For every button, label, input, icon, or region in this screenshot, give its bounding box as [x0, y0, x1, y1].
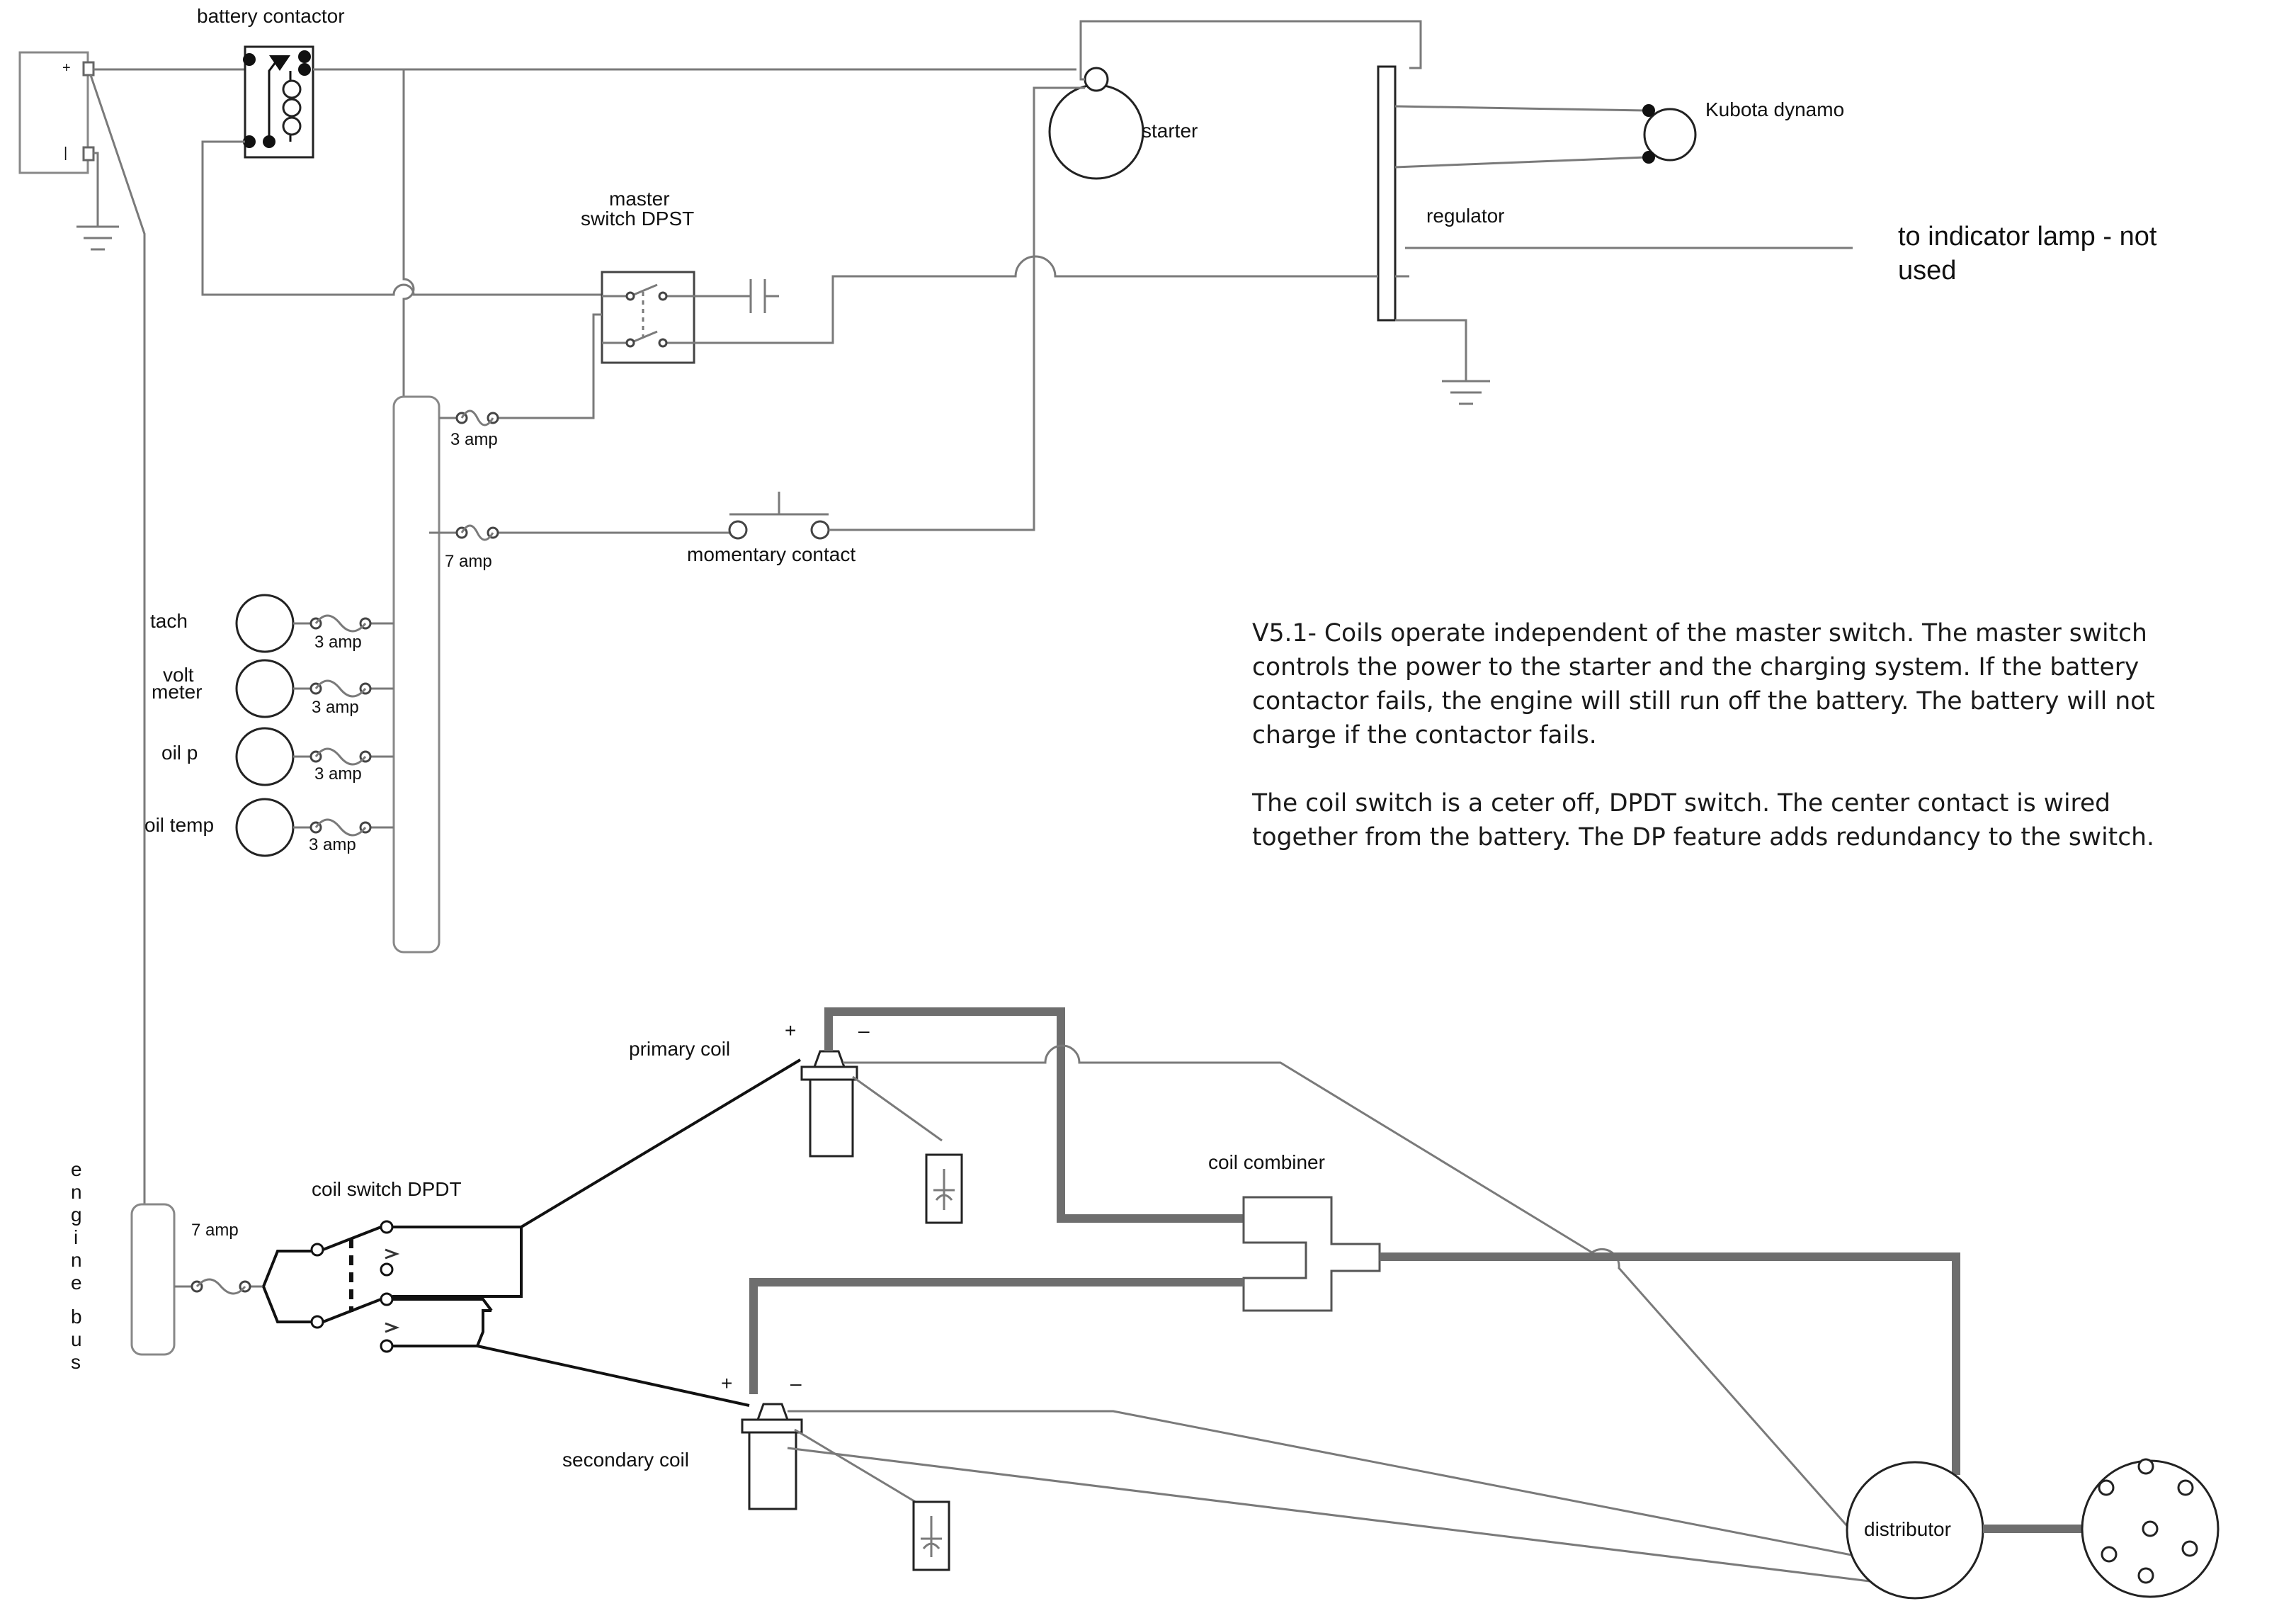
svg-text:i: i: [74, 1226, 78, 1248]
primary-coil-condenser: [925, 1153, 963, 1224]
master-switch-label-line1: master: [609, 188, 670, 210]
gauge-volt-meter: [235, 659, 295, 718]
battery-plus-mark: +: [62, 60, 71, 76]
indicator-lamp-label-line1: to indicator lamp - not: [1898, 222, 2157, 251]
battery-minus-mark: |: [64, 145, 67, 161]
wire-combiner-to-distributor: [1380, 1252, 1960, 1475]
svg-text:n: n: [71, 1249, 82, 1271]
svg-text:e: e: [71, 1272, 82, 1294]
wire-primary-coil-to-combiner: [824, 1007, 1244, 1223]
secondary-coil-plus: +: [721, 1372, 732, 1394]
volt-meter-label-line1: volt: [163, 664, 194, 686]
wire-primary-coil-to-condenser: [852, 1075, 943, 1142]
wire-battery-to-engine-bus: [89, 74, 146, 1204]
kubota-dynamo-label: Kubota dynamo: [1705, 98, 1844, 120]
distributor-label: distributor: [1864, 1518, 1951, 1540]
kubota-dynamo: [1642, 104, 1697, 164]
oil-pressure-label: oil p: [161, 742, 198, 764]
svg-text:s: s: [71, 1351, 81, 1373]
fuse-oil-pressure-label: 3 amp: [314, 764, 362, 784]
gauge-oil-pressure: [235, 727, 295, 786]
svg-text:e: e: [71, 1158, 82, 1180]
coil-switch-dpdt: [262, 1220, 523, 1353]
secondary-coil-condenser: [912, 1500, 950, 1571]
momentary-contact-switch: [728, 492, 830, 540]
wire-contactor-to-instrument-bus: [402, 69, 415, 397]
wire-secondary-coil-to-distributor: [788, 1410, 1870, 1560]
primary-coil: [800, 1050, 858, 1158]
master-switch-dpst: [601, 271, 695, 364]
wire-contactor-coil-to-master-switch: [201, 140, 602, 296]
fuse-3amp-master-label: 3 amp: [450, 430, 498, 449]
instrument-bus-bar: [392, 395, 441, 954]
gauge-tach: [235, 594, 295, 653]
fuse-oil-temp-label: 3 amp: [309, 835, 356, 854]
wire-coil-switch-to-secondary-coil: [477, 1345, 750, 1407]
regulator: [1377, 65, 1409, 322]
fuse-volt-meter: [293, 679, 394, 698]
battery: + |: [18, 51, 95, 174]
battery-ground-symbol: [76, 152, 119, 251]
svg-text:n: n: [71, 1181, 82, 1203]
wire-coil-switch-to-primary-coil: [520, 1058, 802, 1228]
fuse-3amp-master-switch: [439, 409, 525, 426]
secondary-coil-minus: –: [790, 1372, 802, 1394]
note-paragraph-2: The coil switch is a ceter off, DPDT swi…: [1252, 789, 2155, 852]
fuse-7amp-coil: [174, 1278, 263, 1295]
starter-motor: [1048, 67, 1144, 180]
fuse-tach-label: 3 amp: [314, 633, 362, 652]
wire-secondary-coil-to-condenser: [794, 1428, 919, 1505]
fuse-oil-temp: [293, 818, 394, 837]
battery-contactor-label: battery contactor: [197, 5, 345, 27]
wire-master-switch-to-regulator: [694, 255, 1378, 344]
svg-text:u: u: [71, 1328, 82, 1350]
momentary-contact-label: momentary contact: [687, 543, 856, 565]
gauge-oil-temp: [235, 798, 295, 857]
fuse-7amp-start: [429, 524, 729, 541]
fuse-volt-meter-label: 3 amp: [312, 698, 359, 717]
starter-label: starter: [1142, 120, 1198, 142]
master-switch-label-line2: switch DPST: [581, 208, 694, 230]
design-notes: V5.1- Coils operate independent of the m…: [1252, 616, 2173, 888]
primary-coil-plus: +: [785, 1019, 796, 1041]
svg-text:g: g: [71, 1204, 82, 1226]
fuse-7amp-start-label: 7 amp: [445, 552, 492, 571]
primary-coil-label: primary coil: [629, 1038, 730, 1060]
fuse-oil-pressure: [293, 747, 394, 766]
battery-contactor: [243, 45, 314, 159]
fuse-7amp-coil-label: 7 amp: [191, 1221, 239, 1240]
regulator-label: regulator: [1426, 205, 1505, 227]
secondary-coil-label: secondary coil: [562, 1449, 689, 1471]
indicator-lamp-label-line2: used: [1898, 256, 1956, 285]
engine-bus-bar: [130, 1203, 176, 1356]
engine-bus-vertical-label: e n g i n e b u s: [71, 1158, 82, 1373]
oil-temp-label: oil temp: [144, 814, 214, 836]
master-switch-capacitor-symbol: [694, 279, 779, 313]
secondary-coil: [741, 1403, 803, 1510]
wire-regulator-to-dynamo: [1394, 105, 1647, 169]
note-paragraph-1: V5.1- Coils operate independent of the m…: [1252, 619, 2155, 750]
wire-combiner-to-secondary-coil: [749, 1278, 1244, 1394]
fuse-tach: [293, 614, 394, 633]
coil-combiner-label: coil combiner: [1208, 1151, 1325, 1173]
distributor-cap: [2081, 1458, 2220, 1598]
wire-primary-coil-to-distributor: [843, 1044, 1871, 1552]
wire-momentary-contact-to-starter: [829, 86, 1085, 531]
svg-text:b: b: [71, 1306, 82, 1328]
regulator-ground-symbol: [1395, 319, 1490, 405]
tach-label: tach: [150, 610, 188, 632]
primary-coil-minus: –: [858, 1019, 870, 1041]
wire-secondary-coil-to-distributor-ground: [787, 1447, 1870, 1583]
volt-meter-label-line2: meter: [152, 681, 203, 703]
coil-combiner: [1242, 1196, 1381, 1312]
wire-starter-to-regulator: [1079, 20, 1422, 81]
wire-master-switch-to-fuse: [525, 313, 602, 419]
coil-switch-label: coil switch DPDT: [312, 1178, 462, 1200]
